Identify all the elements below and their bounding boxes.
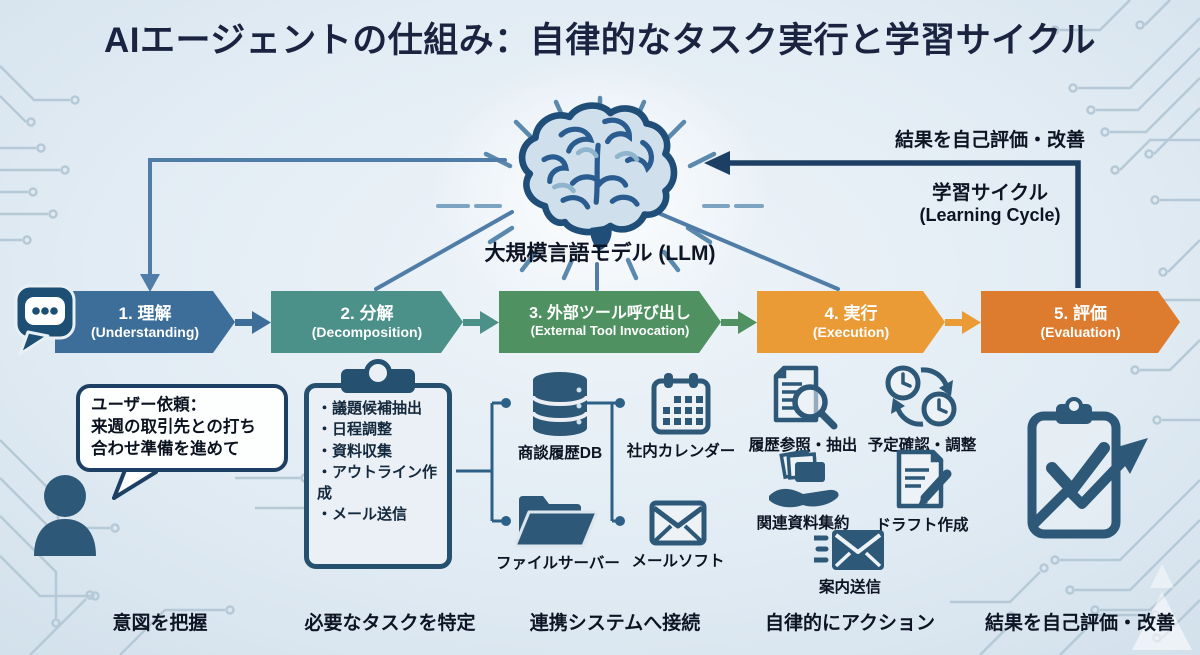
step-sublabel: (Understanding): [90, 323, 200, 340]
watermark-triangles: [1132, 564, 1192, 650]
page-title: AIエージェントの仕組み：自律的なタスク実行と学習サイクル: [103, 21, 1097, 60]
history-label: 履歴参照・抽出: [748, 437, 858, 454]
schedule-sync-icon: [885, 365, 957, 427]
collect-label: 関連資料集約: [756, 515, 850, 532]
brain-icon: [518, 102, 678, 251]
llm-label: 大規模言語モデル (LLM): [484, 242, 716, 265]
step-sublabel: (Evaluation): [1040, 323, 1121, 340]
process-steps: 1. 理解 (Understanding) 2. 分解 (Decompositi…: [55, 291, 1180, 353]
summary-decomposition: 必要なタスクを特定: [304, 613, 476, 634]
summary-understanding: 意図を把握: [112, 613, 208, 634]
schedule-label: 予定確認・調整: [867, 437, 977, 454]
step-label: 2. 分解: [340, 304, 394, 324]
step-arrow-1: [235, 291, 271, 353]
step-decomposition: 2. 分解 (Decomposition): [271, 291, 463, 353]
step-understanding: 1. 理解 (Understanding): [55, 291, 235, 353]
system-fileserver: ファイルサーバー: [496, 490, 620, 573]
person-icon: [34, 475, 96, 556]
task-list: 議題候補抽出 日程調整 資料収集 アウトライン作成 メール送信: [317, 398, 441, 526]
step-arrow-3: [721, 291, 757, 353]
system-database: 商談履歴DB: [504, 370, 616, 463]
calendar-label: 社内カレンダー: [626, 443, 736, 460]
task-item: メール送信: [317, 504, 441, 525]
task-clipboard: 議題候補抽出 日程調整 資料収集 アウトライン作成 メール送信: [304, 383, 452, 569]
action-draft: ドラフト作成: [862, 448, 982, 535]
task-item: 資料収集: [317, 441, 441, 462]
user-request-line3: 合わせ準備を進めて: [91, 439, 240, 458]
folder-icon: [515, 496, 597, 548]
action-history: 履歴参照・抽出: [744, 364, 862, 455]
task-item: 議題候補抽出: [317, 398, 441, 419]
learning-cycle-jp: 学習サイクル: [931, 182, 1049, 204]
database-icon: [531, 372, 589, 436]
learning-cycle-en: (Learning Cycle): [919, 205, 1061, 225]
clipboard-knob: [364, 359, 392, 387]
calendar-icon: [651, 373, 711, 435]
step-arrow-4: [945, 291, 981, 353]
step-sublabel: (External Tool Invocation): [530, 322, 690, 338]
draft-edit-icon: [896, 449, 952, 509]
bubble-tail: [112, 470, 158, 500]
chat-bubble-icon: [14, 284, 76, 356]
send-mail-icon: [814, 530, 884, 570]
step-label: 5. 評価: [1054, 304, 1107, 324]
task-item: アウトライン作成: [317, 462, 441, 505]
user-request-line1: ユーザー依頼：: [91, 396, 207, 414]
step-label: 4. 実行: [824, 304, 878, 324]
task-item: 日程調整: [317, 419, 441, 440]
learning-cycle-label: 学習サイクル (Learning Cycle): [880, 176, 1100, 226]
summary-execution: 自律的にアクション: [764, 613, 936, 634]
step-label: 3. 外部ツール呼び出し: [529, 305, 691, 323]
user-request-line2: 来週の取引先との打ち: [91, 417, 256, 436]
system-calendar: 社内カレンダー: [616, 372, 746, 461]
step-label: 1. 理解: [118, 304, 172, 324]
step-evaluation: 5. 評価 (Evaluation): [981, 291, 1180, 353]
user-request-bubble: ユーザー依頼： 来週の取引先との打ち 合わせ準備を進めて: [76, 384, 288, 472]
summary-evaluation: 結果を自己評価・改善: [984, 613, 1175, 634]
step-sublabel: (Decomposition): [311, 323, 423, 340]
summary-tool-invocation: 連携システムへ接続: [529, 613, 701, 634]
action-collect: 関連資料集約: [744, 450, 862, 533]
fileserver-label: ファイルサーバー: [496, 555, 620, 572]
step-arrow-2: [463, 291, 499, 353]
draft-label: ドラフト作成: [875, 517, 969, 534]
evaluation-clipboard-icon: [1027, 397, 1148, 539]
send-label: 案内送信: [818, 579, 881, 596]
mail-icon: [649, 500, 707, 546]
document-search-icon: [773, 365, 838, 430]
hand-documents-icon: [769, 450, 839, 508]
action-schedule: 予定確認・調整: [862, 364, 982, 455]
system-mail: メールソフト: [618, 494, 738, 571]
step-execution: 4. 実行 (Execution): [757, 291, 945, 353]
database-label: 商談履歴DB: [517, 445, 603, 462]
action-send: 案内送信: [790, 528, 910, 597]
step-sublabel: (Execution): [812, 323, 890, 340]
feedback-label: 結果を自己評価・改善: [894, 130, 1085, 151]
step-tool-invocation: 3. 外部ツール呼び出し (External Tool Invocation): [499, 291, 721, 353]
mailsoft-label: メールソフト: [631, 553, 725, 570]
